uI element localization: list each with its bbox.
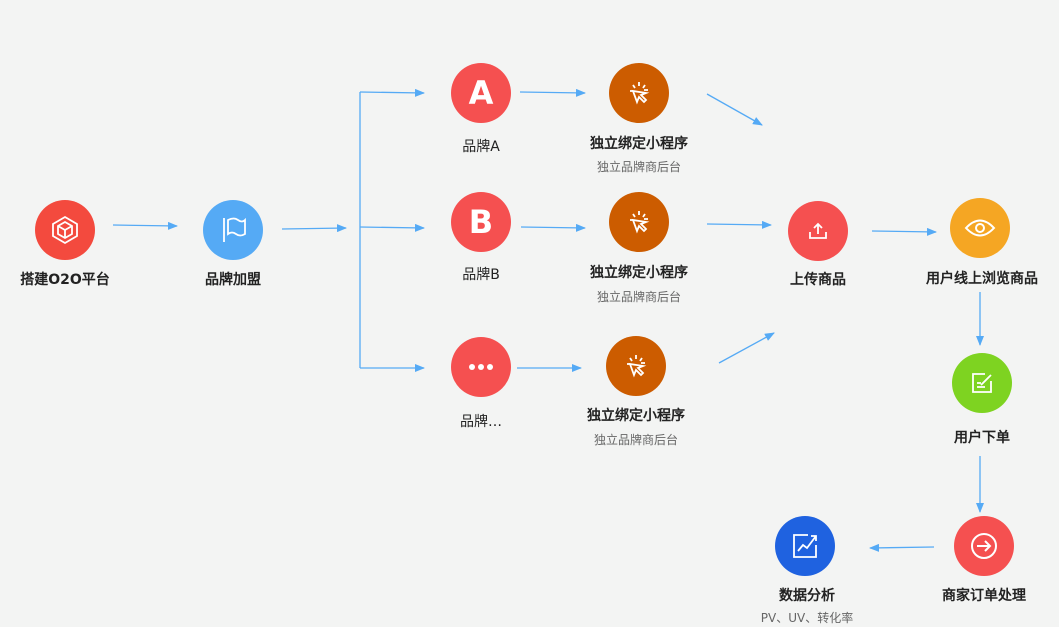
arrow-right-circle-icon [971,533,997,559]
cube-icon [52,215,78,245]
join-node [203,200,263,260]
arrow [869,543,935,552]
click-icon [630,82,650,105]
eye-icon [964,219,996,237]
mini-b-label: 独立绑定小程序 [590,265,688,281]
upload-icon [809,222,827,239]
arrow [718,332,775,364]
mini-more-sub: 独立品牌商后台 [593,433,679,447]
arrow [871,227,937,236]
upload-label: 上传商品 [790,272,846,288]
arrow [112,221,178,230]
process-label: 商家订单处理 [942,588,1026,604]
arrow [520,223,586,232]
brand-b-letter: B [468,203,494,241]
mini-a-sub: 独立品牌商后台 [596,160,682,174]
join-label: 品牌加盟 [205,272,261,288]
mini-a-label: 独立绑定小程序 [590,136,688,152]
platform-label: 搭建O2O平台 [20,272,110,288]
arrow [706,220,772,229]
browse-label: 用户线上浏览商品 [926,271,1038,287]
mini-more-label: 独立绑定小程序 [587,408,685,424]
click-icon [630,211,650,234]
brand-a-node: A [451,63,511,123]
brand-b-node: B [451,192,511,252]
brand-more-label: 品牌… [460,414,502,430]
more-icon [469,364,493,370]
flag-icon [223,217,246,242]
arrow [706,93,763,126]
arrow [359,223,425,232]
platform-node [35,200,95,260]
arrow [519,88,586,97]
upload-node [788,201,848,261]
brand-b-label: 品牌B [462,267,500,283]
mini-more-node [606,336,666,396]
browse-node [950,198,1010,258]
arrow [281,224,347,233]
order-label: 用户下单 [954,430,1010,446]
brand-a-letter: A [468,74,494,112]
analysis-node [775,516,835,576]
analysis-sub: PV、UV、转化率 [760,611,854,625]
chart-icon [793,534,817,558]
order-node [952,353,1012,413]
process-node [954,516,1014,576]
mini-b-node [609,192,669,252]
analysis-label: 数据分析 [779,588,835,604]
brand-more-node [451,337,511,397]
click-icon [627,355,647,378]
mini-a-node [609,63,669,123]
brand-a-label: 品牌A [462,139,500,155]
mini-b-sub: 独立品牌商后台 [596,290,682,304]
edit-icon [972,373,992,393]
arrow [359,88,425,97]
